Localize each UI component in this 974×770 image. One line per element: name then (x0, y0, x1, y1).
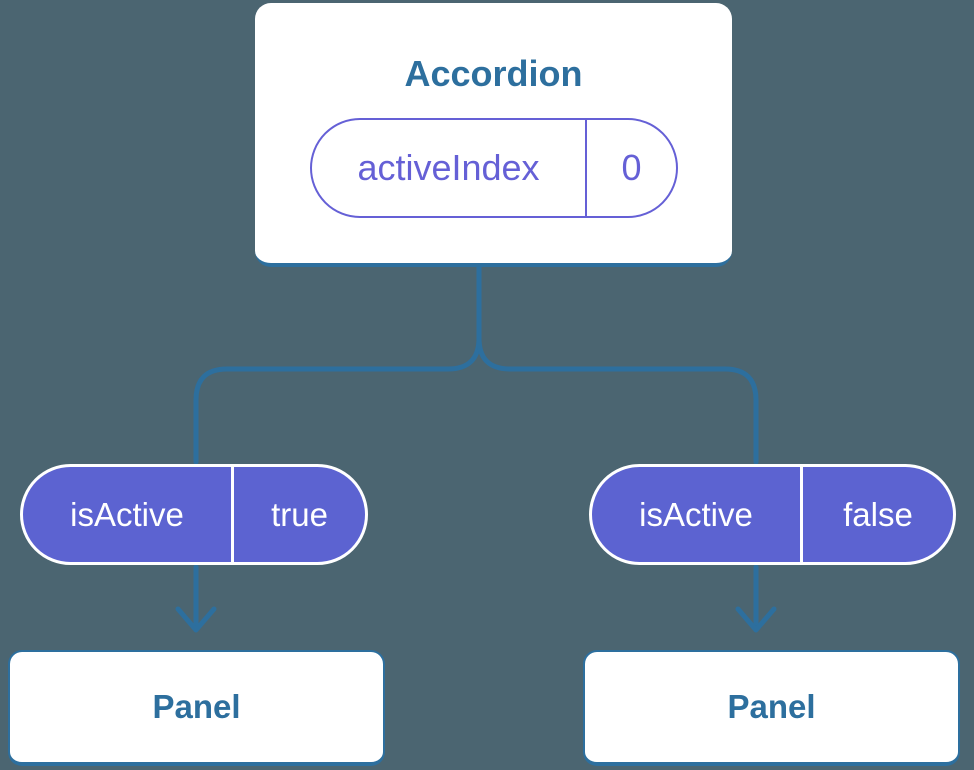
accordion-node: Accordion activeIndex 0 (255, 3, 732, 267)
pill-value-label: false (843, 495, 913, 533)
panel-node-right: Panel (583, 650, 960, 766)
pill-name-label: isActive (592, 467, 803, 562)
pill-value-label: true (271, 495, 328, 533)
connector-right-branch (476, 264, 759, 465)
is-active-pill-false: isActive false (589, 464, 956, 565)
prop-name-label: activeIndex (312, 120, 587, 216)
active-index-prop-pill: activeIndex 0 (310, 118, 678, 218)
panel-node-left: Panel (8, 650, 385, 766)
connector-right-arrowhead-icon (735, 606, 777, 633)
connector-left-arrowhead-icon (175, 606, 217, 633)
accordion-node-title: Accordion (404, 53, 583, 94)
is-active-pill-true: isActive true (20, 464, 368, 565)
pill-name-label: isActive (23, 467, 234, 562)
prop-value-label: 0 (621, 147, 642, 188)
connector-left-branch (193, 264, 482, 465)
